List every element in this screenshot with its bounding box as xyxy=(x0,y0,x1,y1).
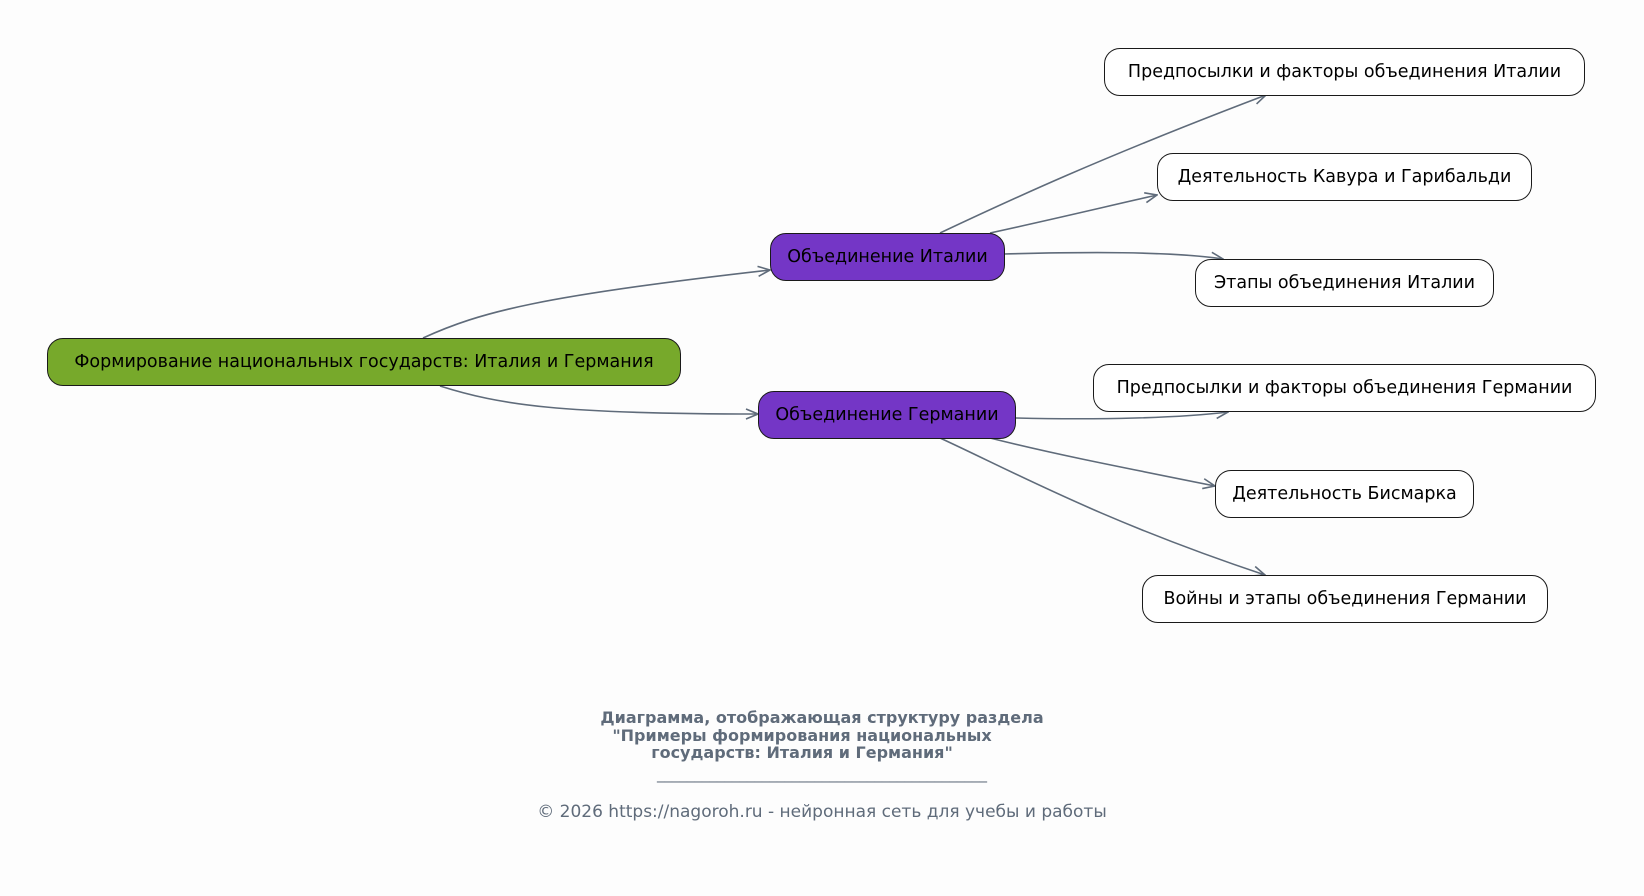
leaf-node-italy-stages[interactable]: Этапы объединения Италии xyxy=(1195,259,1494,307)
edge-italy-stages xyxy=(1003,253,1223,259)
edge-germany-wars xyxy=(939,437,1265,575)
leaf-node-italy-cavour-garibaldi[interactable]: Деятельность Кавура и Гарибальди xyxy=(1157,153,1532,201)
caption-title-line-2: "Примеры формирования национальных xyxy=(612,725,992,745)
branch-node-germany[interactable]: Объединение Германии xyxy=(758,391,1016,439)
leaf-node-germany-bismarck[interactable]: Деятельность Бисмарка xyxy=(1215,470,1474,518)
caption-title: Диаграмма, отображающая структуру раздел… xyxy=(0,709,1644,762)
leaf-node-germany-wars[interactable]: Войны и этапы объединения Германии xyxy=(1142,575,1548,623)
leaf-node-germany-prereq[interactable]: Предпосылки и факторы объединения Герман… xyxy=(1093,364,1596,412)
root-node[interactable]: Формирование национальных государств: Ит… xyxy=(47,338,681,386)
caption-title-line-3: государств: Италия и Германия" xyxy=(651,743,953,762)
edge-germany-bismarck xyxy=(989,437,1215,486)
caption-title-line-1: Диаграмма, отображающая структуру раздел… xyxy=(600,708,1044,727)
edge-root-germany xyxy=(439,385,758,414)
edge-germany-prereq xyxy=(1015,412,1228,420)
edge-italy-cavour xyxy=(989,195,1157,234)
edge-italy-prereq xyxy=(939,95,1266,234)
caption-separator: ________________________________________… xyxy=(657,765,987,783)
copyright-text: © 2026 https://nagoroh.ru - нейронная се… xyxy=(537,802,1107,822)
leaf-node-italy-prereq[interactable]: Предпосылки и факторы объединения Италии xyxy=(1104,48,1585,96)
edge-root-italy xyxy=(422,270,770,339)
branch-node-italy[interactable]: Объединение Италии xyxy=(770,233,1005,281)
